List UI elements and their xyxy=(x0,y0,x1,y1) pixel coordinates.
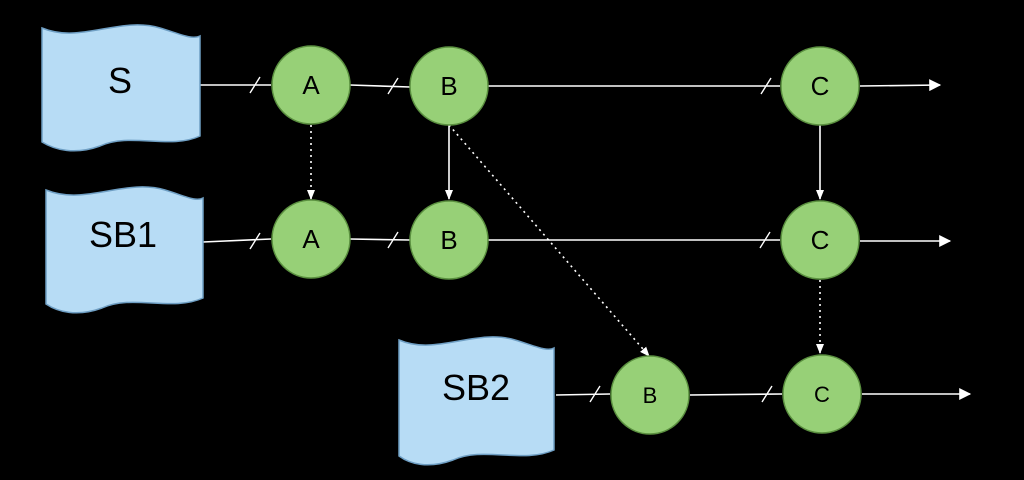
document-label: SB2 xyxy=(442,367,510,408)
node-circle xyxy=(782,354,862,434)
edge-tick xyxy=(589,385,601,403)
node-circle xyxy=(409,46,489,126)
edge-tick xyxy=(249,232,261,250)
node-sb1-c: C xyxy=(780,200,860,280)
cross-row-edges xyxy=(307,124,824,357)
document-shape xyxy=(41,24,201,152)
edge-tick xyxy=(387,77,399,95)
node-label: C xyxy=(814,382,830,407)
row-sb1-edges xyxy=(202,231,952,250)
node-sb1-a: A xyxy=(271,199,351,279)
node-label: A xyxy=(302,70,320,100)
node-label: C xyxy=(811,225,830,255)
row-sb2-edges xyxy=(555,385,972,403)
node-label: C xyxy=(811,71,830,101)
node-s-b: B xyxy=(409,46,489,126)
edge-c-out xyxy=(859,79,942,92)
edge-tick xyxy=(387,231,399,249)
document-sb2: SB2 xyxy=(398,336,555,466)
edge-tick xyxy=(249,76,261,94)
node-s-c: C xyxy=(780,46,860,126)
node-label: B xyxy=(440,71,457,101)
node-circle xyxy=(271,45,351,125)
edge-a-to-b xyxy=(349,238,411,241)
node-label: B xyxy=(643,383,658,408)
node-sb2-c: C xyxy=(782,354,862,434)
edge-sb2-to-b xyxy=(555,393,611,396)
document-shape xyxy=(45,186,204,314)
node-circle xyxy=(780,200,860,280)
edge-tick xyxy=(761,385,773,403)
document-sb1: SB1 xyxy=(45,186,204,314)
node-label: B xyxy=(440,225,457,255)
node-circle xyxy=(780,46,860,126)
edge-sb1-to-a xyxy=(202,238,272,243)
document-s: S xyxy=(41,24,201,152)
node-label: A xyxy=(302,224,320,254)
edge-b-to-c xyxy=(689,393,783,396)
document-shape xyxy=(398,336,555,466)
node-circle xyxy=(271,199,351,279)
document-label: S xyxy=(108,60,132,101)
row-s-edges xyxy=(200,76,942,95)
node-sb2-b: B xyxy=(610,355,690,435)
node-circle xyxy=(610,355,690,435)
node-sb1-b: B xyxy=(409,200,489,280)
document-label: SB1 xyxy=(89,214,157,255)
edge-tick xyxy=(759,231,771,249)
node-s-a: A xyxy=(271,45,351,125)
node-circle xyxy=(409,200,489,280)
edge-a-to-b xyxy=(349,84,411,88)
edge-tick xyxy=(760,77,772,95)
